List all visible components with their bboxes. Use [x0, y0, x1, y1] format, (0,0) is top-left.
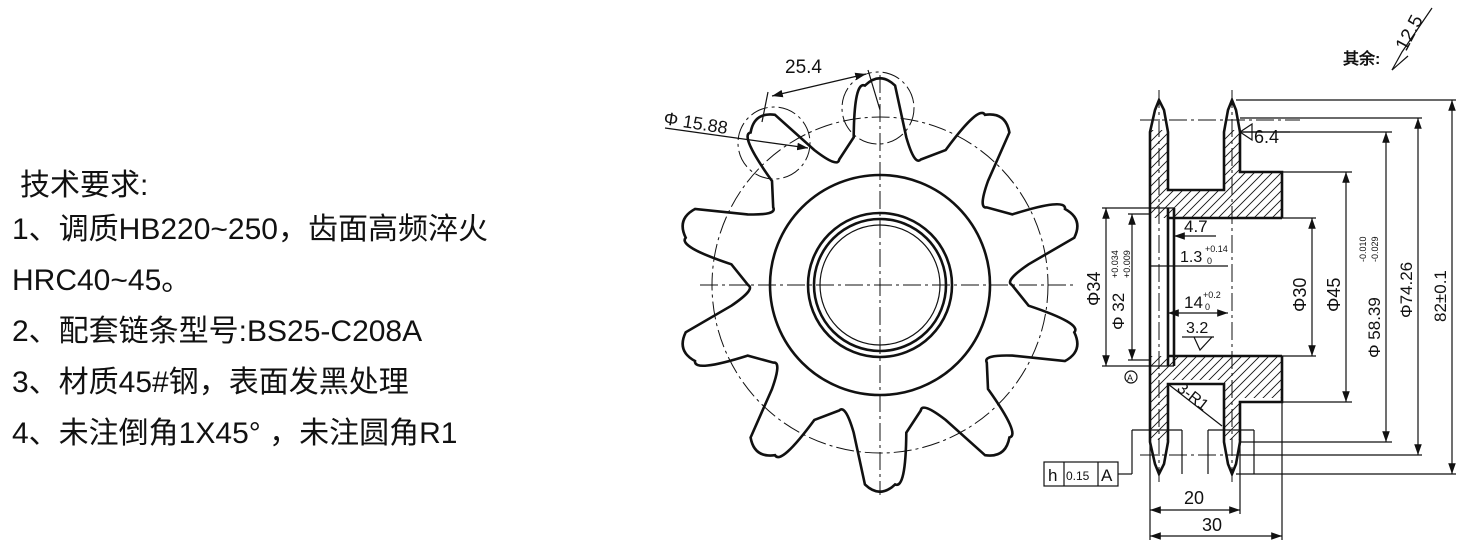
hatch-line — [1150, 130, 1282, 440]
hatch-line — [1379, 80, 1466, 480]
roller-diameter-arrow — [771, 142, 809, 151]
hatch-line — [1153, 130, 1282, 440]
dia82-label: 82±0.1 — [1431, 270, 1450, 322]
dia32-tol-lower: +0.009 — [1122, 250, 1132, 278]
roller-diameter-leader — [664, 127, 773, 144]
hatch-line — [1150, 130, 1282, 440]
hatch-line — [1150, 130, 1282, 440]
bore-tol-lower: 0 — [1205, 302, 1210, 312]
dia58-label: Φ 58.39 — [1365, 297, 1384, 358]
hatch-line — [1162, 130, 1282, 440]
datum-a-label: A — [1127, 373, 1133, 383]
datum-a-circle — [1124, 370, 1138, 384]
dia58-tol-upper: -0.010 — [1358, 236, 1368, 262]
tooth-width-label: 6.4 — [1254, 127, 1279, 147]
hatch-line — [1150, 130, 1240, 440]
hub-circle — [768, 173, 992, 397]
fillet-leader — [1167, 383, 1223, 427]
groove-width-label: 1.3 — [1180, 249, 1202, 266]
hatch-line — [1150, 130, 1282, 440]
chain-roller-circle-left — [737, 106, 811, 180]
roughness-other-label: 其余: — [1343, 49, 1380, 68]
pitch-label: 25.4 — [785, 57, 822, 78]
hatch-line — [1150, 130, 1195, 440]
hatch-line — [1150, 130, 1258, 440]
chain-roller-circle-top — [841, 71, 915, 145]
pitch-extension-right — [867, 69, 881, 111]
bore-tol-upper: +0.2 — [1203, 290, 1221, 300]
hatch-line — [1150, 130, 1168, 440]
pitch-dimension-line — [771, 72, 867, 98]
bore-length-label: 14 — [1184, 293, 1203, 312]
inner-bore-circle — [819, 224, 941, 346]
dia34-label: Φ34 — [1084, 272, 1104, 306]
hatch-line — [1150, 130, 1282, 440]
notes-title: 技术要求: — [20, 169, 149, 202]
tolerance-value: 0.15 — [1066, 469, 1090, 483]
dia32-tol-upper: +0.034 — [1110, 250, 1120, 278]
hatch-line — [1150, 130, 1186, 440]
hatch-line — [1451, 80, 1466, 480]
note-line-4: 4、未注倒角1X45° ，未注圆角R1 — [12, 417, 458, 450]
note-line-2: 2、配套链条型号:BS25-C208A — [12, 315, 423, 348]
note-line-1: 1、调质HB220~250，齿面高频淬火 — [12, 213, 488, 246]
hatch-line — [1150, 130, 1177, 440]
pitch-extension-left — [761, 91, 769, 123]
dia30-label: Φ30 — [1290, 278, 1310, 312]
bore-roughness-label: 3.2 — [1186, 320, 1208, 337]
hatch-line — [1171, 130, 1282, 440]
roughness-symbol — [1391, 7, 1433, 71]
groove-tol-upper: +0.14 — [1205, 244, 1228, 254]
width30-label: 30 — [1202, 515, 1222, 535]
front-view: 25.4 Φ 15.88 — [662, 57, 1079, 495]
hatch-line — [1150, 130, 1204, 440]
bore-circle — [812, 217, 948, 353]
hatch-line — [1460, 80, 1466, 480]
tolerance-datum: A — [1101, 466, 1113, 485]
note-line-1b: HRC40~45。 — [12, 264, 192, 297]
note-line-3: 3、材质45#钢，表面发黑处理 — [12, 366, 409, 399]
bore-chamfer-circle — [806, 211, 954, 359]
dia74-label: Φ74.26 — [1397, 262, 1416, 318]
roughness-symbol-base — [1391, 55, 1409, 71]
width20-label: 20 — [1184, 488, 1204, 508]
hatch-line — [1150, 130, 1231, 440]
groove-tol-lower: 0 — [1207, 256, 1212, 266]
section-view: 其余: 12.5 6.4 4.7 1.3 +0.14 0 14 +0.2 0 3… — [1043, 7, 1466, 540]
hatch-line — [1150, 130, 1282, 440]
pitch-circle — [711, 116, 1049, 454]
sprocket-tooth-profile — [681, 77, 1079, 493]
technical-requirements: 技术要求: 1、调质HB220~250，齿面高频淬火 HRC40~45。 2、配… — [12, 168, 612, 459]
roller-diameter-label: Φ 15.88 — [662, 108, 729, 138]
keyway-depth-label: 4.7 — [1184, 217, 1208, 236]
section-outline-lower — [1148, 356, 1284, 478]
hatch-line — [1150, 130, 1267, 440]
section-outline-upper — [1148, 96, 1284, 218]
hatch-line — [1150, 130, 1222, 440]
bore-roughness-symbol — [1182, 336, 1214, 352]
hatch-line — [1150, 130, 1282, 440]
tolerance-symbol: h — [1048, 466, 1057, 485]
dia32-label: Φ 32 — [1109, 293, 1128, 330]
roughness-other-value: 12.5 — [1392, 12, 1428, 55]
dia45-label: Φ45 — [1324, 278, 1344, 312]
dia58-tol-lower: -0.029 — [1370, 236, 1380, 262]
